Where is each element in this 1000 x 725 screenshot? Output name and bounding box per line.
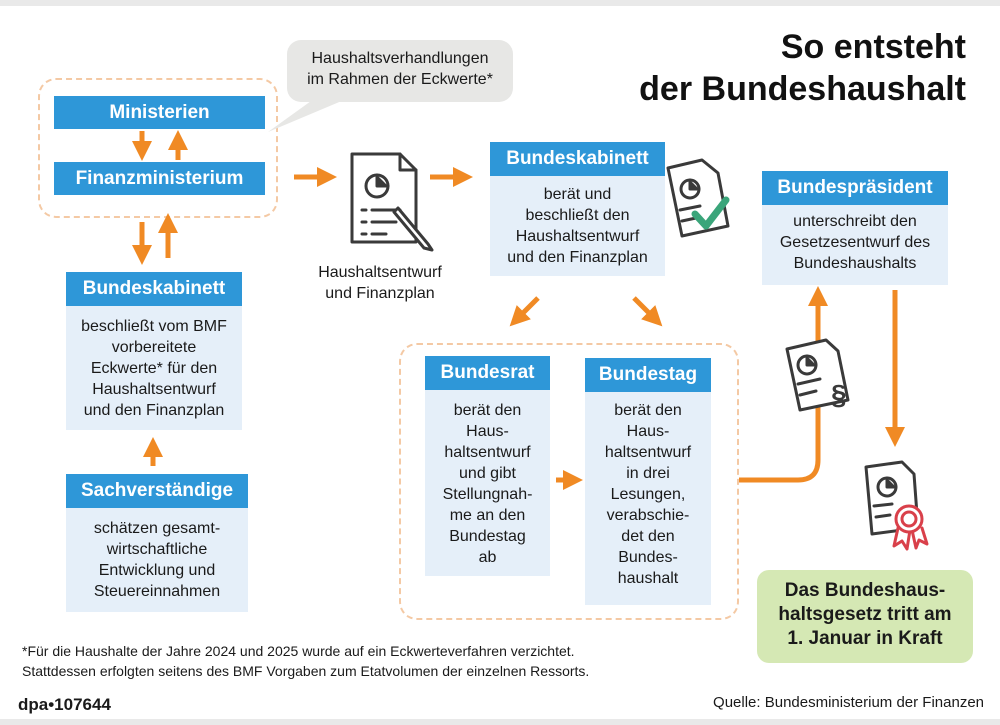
text-line: Stellungnah- bbox=[442, 486, 533, 503]
document-chart-pen-icon bbox=[350, 152, 434, 252]
sachverstaendige-body: schätzen gesamt- wirtschaftliche Entwick… bbox=[66, 508, 248, 612]
text-line: unterschreibt den bbox=[793, 213, 917, 230]
text-line: Bundeshaushalts bbox=[793, 255, 917, 272]
top-bar bbox=[0, 0, 1000, 6]
text-line: ab bbox=[478, 549, 497, 566]
text-line: Das Bundeshaus- bbox=[784, 580, 946, 601]
text-line: und gibt bbox=[459, 465, 516, 482]
text-line: Haushaltsentwurf bbox=[515, 228, 640, 245]
text-line: Steuereinnahmen bbox=[93, 583, 221, 600]
text-line: haltsgesetz tritt am bbox=[778, 604, 952, 625]
page-title: So entsteht der Bundeshaushalt bbox=[639, 26, 966, 110]
text-line: schätzen gesamt- bbox=[93, 520, 221, 537]
text-line: und den Finanzplan bbox=[507, 249, 648, 266]
kabinett-center-header: Bundeskabinett bbox=[490, 142, 665, 176]
result-box: Das Bundeshaus- haltsgesetz tritt am 1. … bbox=[757, 570, 973, 663]
text-line: Haushaltsentwurf bbox=[92, 381, 216, 398]
text-line: Eckwerte* für den bbox=[90, 360, 218, 377]
text-line: det den bbox=[621, 528, 675, 545]
title-line-2: der Bundeshaushalt bbox=[639, 70, 966, 108]
finanzministerium-header: Finanzministerium bbox=[54, 162, 265, 195]
draft-line-2: und Finanzplan bbox=[325, 285, 435, 302]
text-line: wirtschaftliche bbox=[106, 541, 208, 558]
text-line: und den Finanzplan bbox=[83, 402, 225, 419]
bundestag-body: berät den Haus- haltsentwurf in drei Les… bbox=[585, 392, 711, 605]
text-line: me an den bbox=[449, 507, 526, 524]
parliament-frame bbox=[399, 343, 739, 620]
kabinett-left-body: beschließt vom BMF vorbereitete Eckwerte… bbox=[66, 306, 242, 430]
text-line: Lesungen, bbox=[610, 486, 686, 503]
document-seal-icon bbox=[864, 460, 929, 551]
kabinett-center-body: berät und beschließt den Haushaltsentwur… bbox=[490, 176, 665, 276]
text-line: beschließt vom BMF bbox=[81, 318, 227, 335]
bubble-tail bbox=[268, 96, 344, 132]
arrow-down-right bbox=[632, 296, 663, 327]
text-line: berät den bbox=[453, 402, 522, 419]
text-line: haushalt bbox=[617, 570, 679, 587]
draft-label: Haushaltsentwurf und Finanzplan bbox=[300, 262, 460, 304]
text-line: 1. Januar in Kraft bbox=[787, 628, 943, 649]
text-line: berät den bbox=[614, 402, 682, 419]
document-chart-check-icon bbox=[666, 158, 730, 238]
text-line: Haus- bbox=[626, 423, 670, 440]
text-line: Entwicklung und bbox=[98, 562, 216, 579]
bundesrat-header: Bundesrat bbox=[425, 356, 550, 390]
bubble-line-1: Haushaltsverhandlungen bbox=[311, 50, 489, 67]
praesident-header: Bundespräsident bbox=[762, 171, 948, 205]
dpa-credit: dpa•107644 bbox=[18, 695, 111, 714]
svg-text:§: § bbox=[831, 379, 847, 410]
bubble-line-2: im Rahmen der Eckwerte* bbox=[307, 71, 493, 88]
text-line: verabschie- bbox=[606, 507, 690, 524]
draft-line-1: Haushaltsentwurf bbox=[318, 264, 442, 281]
footnote-line-2: Stattdessen erfolgten seitens des BMF Vo… bbox=[22, 663, 590, 679]
bundesrat-body: berät den Haus- haltsentwurf und gibt St… bbox=[425, 390, 550, 576]
text-line: Gesetzesentwurf des bbox=[779, 234, 931, 251]
ministerien-header: Ministerien bbox=[54, 96, 265, 129]
source-note: Quelle: Bundesministerium der Finanzen bbox=[713, 694, 984, 711]
text-line: vorbereitete bbox=[111, 339, 197, 356]
text-line: Bundestag bbox=[449, 528, 526, 545]
arrow-up-curve bbox=[739, 286, 828, 483]
text-line: beschließt den bbox=[525, 207, 630, 224]
text-line: haltsentwurf bbox=[604, 444, 692, 461]
bundestag-header: Bundestag bbox=[585, 358, 711, 392]
bottom-bar bbox=[0, 719, 1000, 725]
arrow-down-left bbox=[509, 296, 540, 327]
kabinett-left-header: Bundeskabinett bbox=[66, 272, 242, 306]
text-line: Haus- bbox=[466, 423, 509, 440]
text-line: berät und bbox=[543, 186, 612, 203]
negotiation-bubble: Haushaltsverhandlungen im Rahmen der Eck… bbox=[287, 40, 513, 102]
title-line-1: So entsteht bbox=[780, 28, 966, 66]
sachverstaendige-header: Sachverständige bbox=[66, 474, 248, 508]
text-line: haltsentwurf bbox=[444, 444, 531, 461]
text-line: in drei bbox=[626, 465, 670, 482]
footnote: *Für die Haushalte der Jahre 2024 und 20… bbox=[22, 641, 589, 681]
praesident-body: unterschreibt den Gesetzesentwurf des Bu… bbox=[762, 205, 948, 285]
text-line: Bundes- bbox=[618, 549, 678, 566]
document-paragraph-icon: § bbox=[785, 338, 850, 412]
footnote-line-1: *Für die Haushalte der Jahre 2024 und 20… bbox=[22, 643, 575, 659]
